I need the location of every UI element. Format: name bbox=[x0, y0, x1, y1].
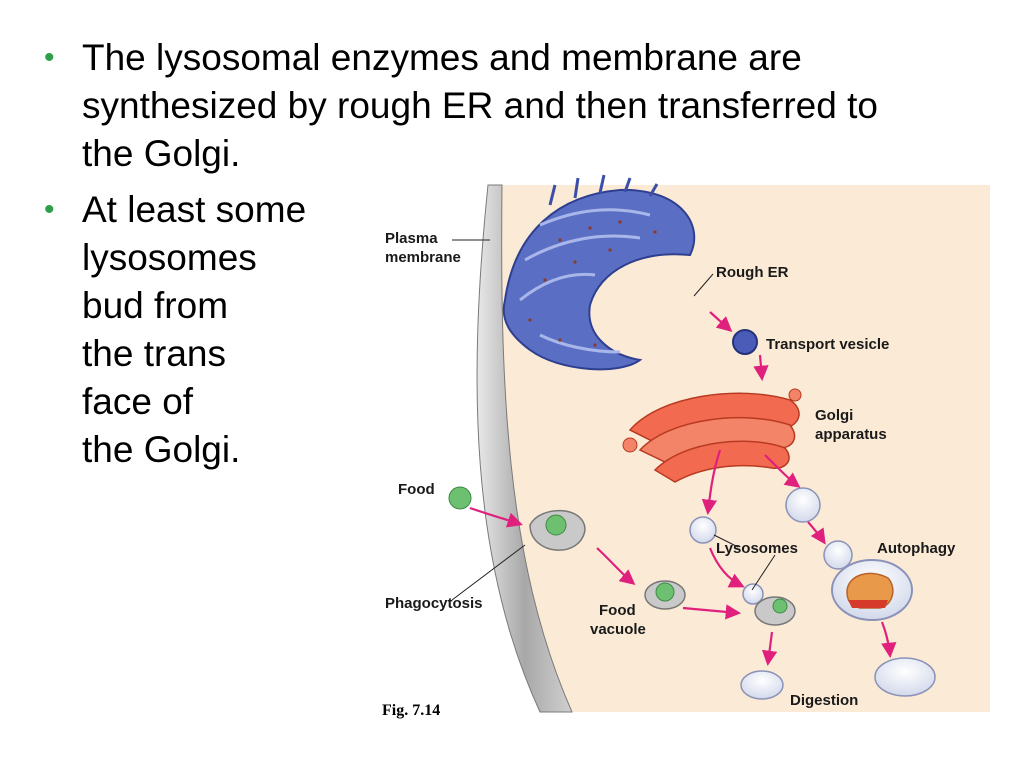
leader-lines bbox=[451, 239, 776, 601]
autophagy-vesicle bbox=[823, 540, 913, 621]
label-lysosomes: Lysosomes bbox=[716, 540, 798, 557]
rough-er bbox=[502, 174, 696, 371]
bullet-1: • The lysosomal enzymes and membrane are… bbox=[44, 34, 982, 178]
lysosome bbox=[785, 487, 821, 523]
bullet-2-line-3: bud from bbox=[82, 285, 229, 326]
plasma-membrane bbox=[476, 184, 573, 713]
lysosome bbox=[689, 516, 717, 544]
label-plasma-membrane: Plasma membrane bbox=[385, 230, 461, 266]
bullet-1-line-3: the Golgi. bbox=[82, 133, 241, 174]
label-digestion: Digestion bbox=[790, 692, 858, 709]
food-vacuole bbox=[644, 580, 686, 610]
pathway-arrows bbox=[469, 311, 897, 667]
bullet-2: • At least some lysosomes bud from the t… bbox=[44, 186, 382, 474]
digestion-vesicle bbox=[740, 670, 784, 700]
label-food: Food bbox=[398, 481, 435, 498]
golgi-apparatus bbox=[622, 388, 802, 483]
phagocytic-vesicle bbox=[529, 509, 586, 551]
label-autophagy: Autophagy bbox=[877, 540, 956, 557]
label-golgi-apparatus: Golgi apparatus bbox=[815, 407, 887, 443]
figure-number: Fig. 7.14 bbox=[382, 702, 440, 719]
label-transport-vesicle: Transport vesicle bbox=[766, 336, 889, 353]
food-particle bbox=[448, 486, 472, 510]
bullet-dot: • bbox=[44, 193, 55, 226]
fusing-vacuole bbox=[742, 583, 796, 626]
label-phagocytosis: Phagocytosis bbox=[385, 595, 483, 612]
bullet-2-line-2: lysosomes bbox=[82, 237, 257, 278]
label-rough-er: Rough ER bbox=[716, 264, 789, 281]
bullet-dot: • bbox=[44, 41, 55, 74]
bullet-2-line-1: At least some bbox=[82, 189, 307, 230]
bullet-2-line-6: the Golgi. bbox=[82, 429, 241, 470]
bullet-2-line-5: face of bbox=[82, 381, 194, 422]
bullet-1-line-2: synthesized by rough ER and then transfe… bbox=[82, 85, 878, 126]
digestion-vesicle bbox=[874, 657, 936, 697]
transport-vesicle bbox=[732, 329, 758, 355]
bullet-2-line-4: the trans bbox=[82, 333, 226, 374]
label-food-vacuole: Food vacuole bbox=[590, 602, 646, 638]
bullet-1-line-1: The lysosomal enzymes and membrane are bbox=[82, 37, 802, 78]
